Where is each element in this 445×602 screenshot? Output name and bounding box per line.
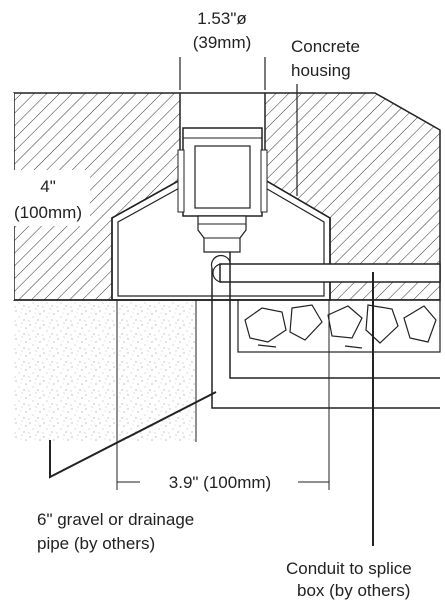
conduit-label-1: Conduit to splice: [286, 559, 412, 578]
depth-label-bg: [14, 170, 90, 226]
gravel-label-1: 6" gravel or drainage: [37, 510, 194, 529]
housing-outer: [111, 179, 331, 301]
fixture-lens: [194, 145, 251, 209]
housing-label-1: Concrete: [291, 37, 360, 56]
fixture-clip-right: [260, 149, 268, 213]
gravel-base: [14, 300, 196, 442]
slab-edge-gap: [0, 93, 14, 300]
diameter-label-in: 1.53"ø: [197, 9, 247, 28]
depth-label-in: 4": [40, 177, 56, 196]
housing-label-2: housing: [291, 61, 351, 80]
cable-gland: [197, 215, 247, 253]
gravel-label-2: pipe (by others): [37, 534, 155, 553]
conduit-pipe: [219, 263, 441, 283]
diameter-label-mm: (39mm): [193, 33, 252, 52]
conduit-label-2: box (by others): [297, 581, 410, 600]
housing-inner: [117, 185, 325, 297]
fixture-clip-left: [177, 149, 185, 213]
width-label: 3.9" (100mm): [169, 473, 271, 492]
depth-label-mm: (100mm): [14, 203, 82, 222]
drain-pipe: [211, 268, 440, 409]
stone-fill: [237, 299, 441, 353]
gravel-leader: [49, 391, 217, 479]
stone-shapes: [244, 304, 437, 349]
